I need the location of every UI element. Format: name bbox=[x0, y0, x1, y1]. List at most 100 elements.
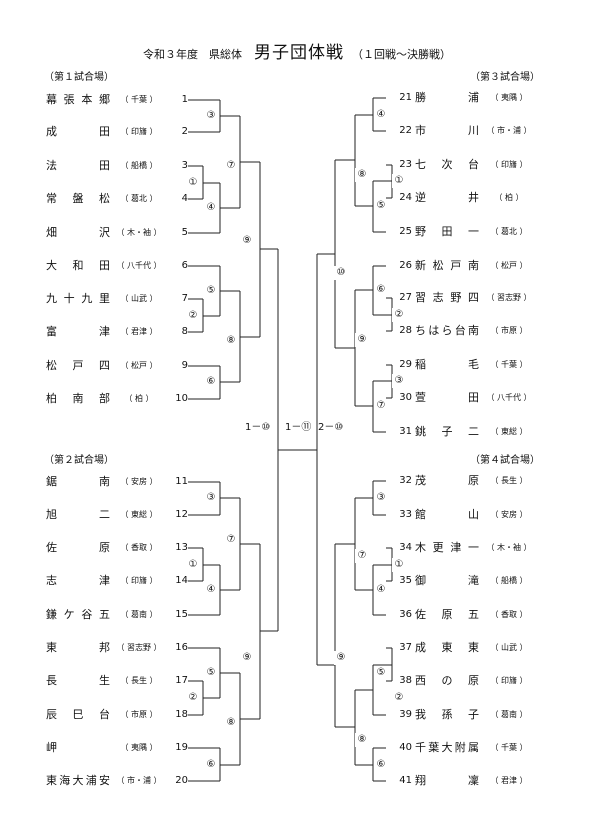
title-main: 男子団体戦 bbox=[254, 43, 344, 63]
team-entry-14: 志津（ 印旛 ）14 bbox=[46, 574, 188, 588]
match-number-r14: ④ bbox=[374, 583, 388, 597]
team-number: 26 bbox=[399, 260, 412, 271]
team-name: 岬 bbox=[46, 741, 57, 754]
team-number: 33 bbox=[399, 509, 412, 520]
team-number: 40 bbox=[399, 742, 412, 753]
match-number-l11: ① bbox=[186, 558, 200, 572]
team-number: 9 bbox=[181, 360, 188, 371]
team-entry-18: 辰巳台 （ 市原 ） 18 bbox=[46, 708, 188, 722]
match-number-l6: ⑤ bbox=[204, 284, 218, 298]
team-entry-1: 幕張本郷（ 千葉 ）1 bbox=[46, 93, 188, 107]
team-name: 茂原 bbox=[415, 474, 479, 487]
team-entry-9: 松戸四（ 松戸 ）9 bbox=[46, 359, 188, 373]
team-district: （ 市・浦 ） bbox=[116, 776, 162, 785]
team-name: 稲毛 bbox=[415, 358, 479, 371]
team-district: （ 木・袖 ） bbox=[486, 543, 532, 552]
team-district: （ 千葉 ） bbox=[490, 360, 528, 369]
team-district: （ 長生 ） bbox=[120, 676, 158, 685]
team-name: 翔凜 bbox=[415, 774, 479, 787]
team-number: 35 bbox=[399, 575, 412, 586]
team-number: 12 bbox=[175, 509, 188, 520]
match-number-l17: ⑧ bbox=[224, 716, 238, 730]
team-name: 畑沢 bbox=[46, 226, 110, 239]
team-entry-16: 東邦（ 習志野 ）16 bbox=[46, 641, 188, 655]
team-number: 27 bbox=[399, 292, 412, 303]
team-district: （ 市原 ） bbox=[120, 710, 158, 719]
team-name: 法田 bbox=[46, 159, 110, 172]
team-district: （ 柏 ） bbox=[494, 193, 524, 202]
match-number-r9: ③ bbox=[392, 374, 406, 388]
semifinal-right-label: 2－⑩ bbox=[318, 422, 344, 433]
team-district: （ 松戸 ） bbox=[490, 261, 528, 270]
team-number: 10 bbox=[175, 393, 188, 404]
match-number-r17: ② bbox=[392, 691, 406, 705]
team-district: （ 山武 ） bbox=[490, 643, 528, 652]
team-district: （ 安房 ） bbox=[120, 477, 158, 486]
team-number: 8 bbox=[181, 326, 188, 337]
match-number-r16: ⑤ bbox=[374, 666, 388, 680]
team-number: 22 bbox=[399, 125, 412, 136]
team-number: 17 bbox=[175, 675, 188, 686]
team-name: 常盤松 bbox=[46, 192, 110, 205]
team-district: （ 君津 ） bbox=[490, 776, 528, 785]
team-number: 18 bbox=[175, 709, 188, 720]
team-name: 辰巳台 bbox=[46, 708, 110, 721]
match-number-r13: ① bbox=[392, 558, 406, 572]
team-name: 幕張本郷 bbox=[46, 93, 110, 106]
team-name: 成東東 bbox=[415, 641, 479, 654]
team-name: 野田一 bbox=[415, 225, 479, 238]
team-name: 佐原 bbox=[46, 541, 110, 554]
team-entry-12: 旭二（ 東総 ）12 bbox=[46, 508, 188, 522]
team-number: 14 bbox=[175, 575, 188, 586]
match-number-r3: ① bbox=[392, 174, 406, 188]
match-number-l12: ④ bbox=[204, 583, 218, 597]
match-number-l14: ⑨ bbox=[240, 651, 254, 665]
team-name: 松戸四 bbox=[46, 359, 110, 372]
team-number: 2 bbox=[181, 126, 188, 137]
team-district: （ 市原 ） bbox=[490, 326, 528, 335]
team-number: 30 bbox=[399, 392, 412, 403]
team-district: （ 香取 ） bbox=[120, 543, 158, 552]
team-number: 13 bbox=[175, 542, 188, 553]
page-title: 令和３年度 県総体男子団体戦（１回戦〜決勝戦） bbox=[0, 38, 594, 63]
match-number-l7: ② bbox=[186, 309, 200, 323]
team-district: （ 八千代 ） bbox=[116, 261, 162, 270]
team-number: 25 bbox=[399, 226, 412, 237]
team-district: （ 市・浦 ） bbox=[486, 126, 532, 135]
team-number: 5 bbox=[181, 227, 188, 238]
team-name: 大和田 bbox=[46, 259, 110, 272]
team-district: （ 印旛 ） bbox=[120, 576, 158, 585]
team-name: 鋸南 bbox=[46, 475, 110, 488]
team-entry-3: 法田（ 船橋 ）3 bbox=[46, 159, 188, 173]
match-number-r5: ⑩ bbox=[334, 266, 348, 280]
team-entry-11: 鋸南（ 安房 ）11 bbox=[46, 475, 188, 489]
team-district: （ 長生 ） bbox=[490, 476, 528, 485]
team-district: （ 葛南 ） bbox=[490, 710, 528, 719]
match-number-r8: ⑨ bbox=[355, 333, 369, 347]
team-name: 長生 bbox=[46, 674, 110, 687]
team-number: 6 bbox=[181, 260, 188, 271]
team-number: 20 bbox=[175, 775, 188, 786]
team-name: 萱田 bbox=[415, 391, 479, 404]
team-district: （ 千葉 ） bbox=[490, 743, 528, 752]
team-district: （ 印旛 ） bbox=[490, 160, 528, 169]
match-number-l16: ② bbox=[186, 691, 200, 705]
team-district: （ 葛北 ） bbox=[490, 227, 528, 236]
team-name: 佐原五 bbox=[415, 608, 479, 621]
team-number: 29 bbox=[399, 359, 412, 370]
team-number: 36 bbox=[399, 609, 412, 620]
team-name: 旭二 bbox=[46, 508, 110, 521]
team-name: 勝浦 bbox=[415, 91, 479, 104]
